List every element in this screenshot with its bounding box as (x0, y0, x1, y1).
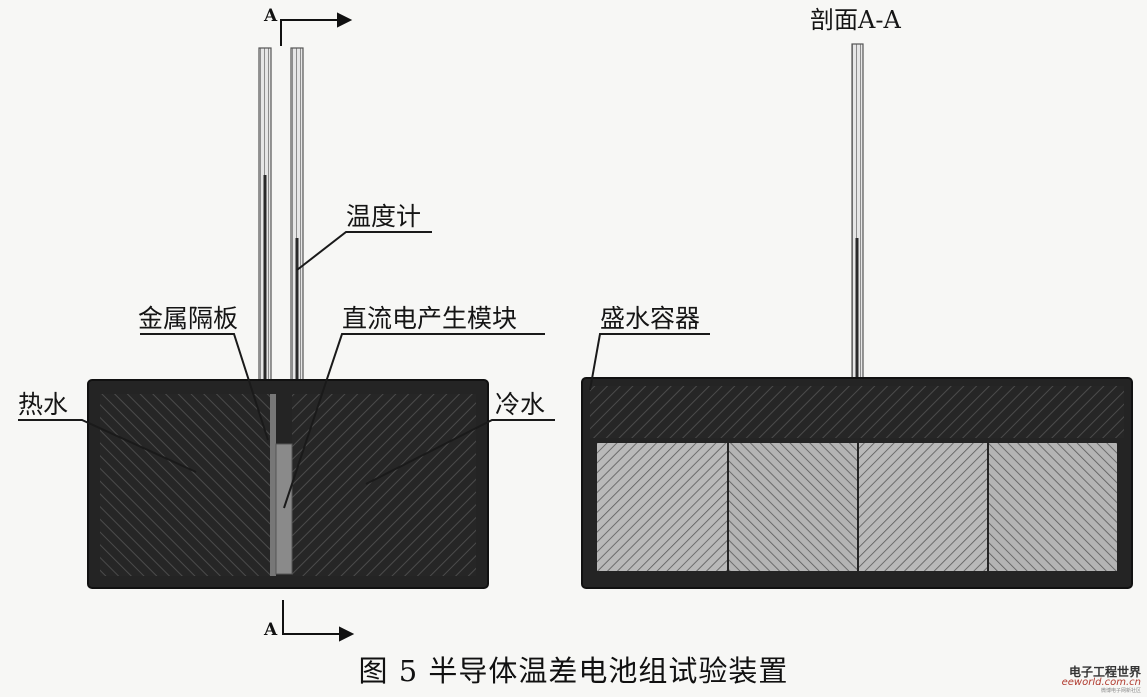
module-cell-3 (859, 443, 987, 571)
section-view (581, 43, 1133, 589)
watermark-name: 电子工程世界 (1068, 665, 1141, 679)
water-container-label: 盛水容器 (600, 304, 701, 333)
metal-partition (270, 394, 276, 576)
hot-water-label: 热水 (18, 390, 69, 419)
module-cell-1 (597, 443, 727, 571)
watermark-domain: eeworld.com.cn (1061, 677, 1141, 688)
water-container-leader (589, 333, 710, 391)
thermometer-leader (296, 231, 432, 271)
eeworld-watermark-logo: 电子工程世界 eeworld.com.cn 微博电子网新社区 (1045, 663, 1141, 694)
hot-water-leader (18, 419, 197, 473)
cold-water-leader (365, 419, 555, 485)
section-arrow-bottom (282, 600, 355, 642)
section-marker-top: A (264, 6, 278, 26)
hot-water-region (100, 394, 270, 576)
figure-caption: 图 5 半导体温差电池组试验装置 (358, 654, 789, 688)
cold-water-label: 冷水 (495, 390, 546, 419)
cold-water-region (292, 394, 476, 576)
module-cell-4 (989, 443, 1117, 571)
watermark-tagline: 微博电子网新社区 (1100, 688, 1141, 694)
module-cell-2 (729, 443, 857, 571)
dc-module-leader (283, 333, 545, 509)
section-arrow-top (280, 12, 353, 46)
dc-power-module (275, 443, 293, 575)
front-view (18, 12, 555, 642)
thermometer-label: 温度计 (346, 202, 422, 231)
dc-module-label: 直流电产生模块 (342, 304, 518, 333)
metal-partition-leader (140, 333, 269, 441)
metal-partition-label: 金属隔板 (138, 304, 239, 333)
section-marker-bottom: A (264, 620, 278, 640)
section-view-title: 剖面A-A (810, 6, 901, 34)
